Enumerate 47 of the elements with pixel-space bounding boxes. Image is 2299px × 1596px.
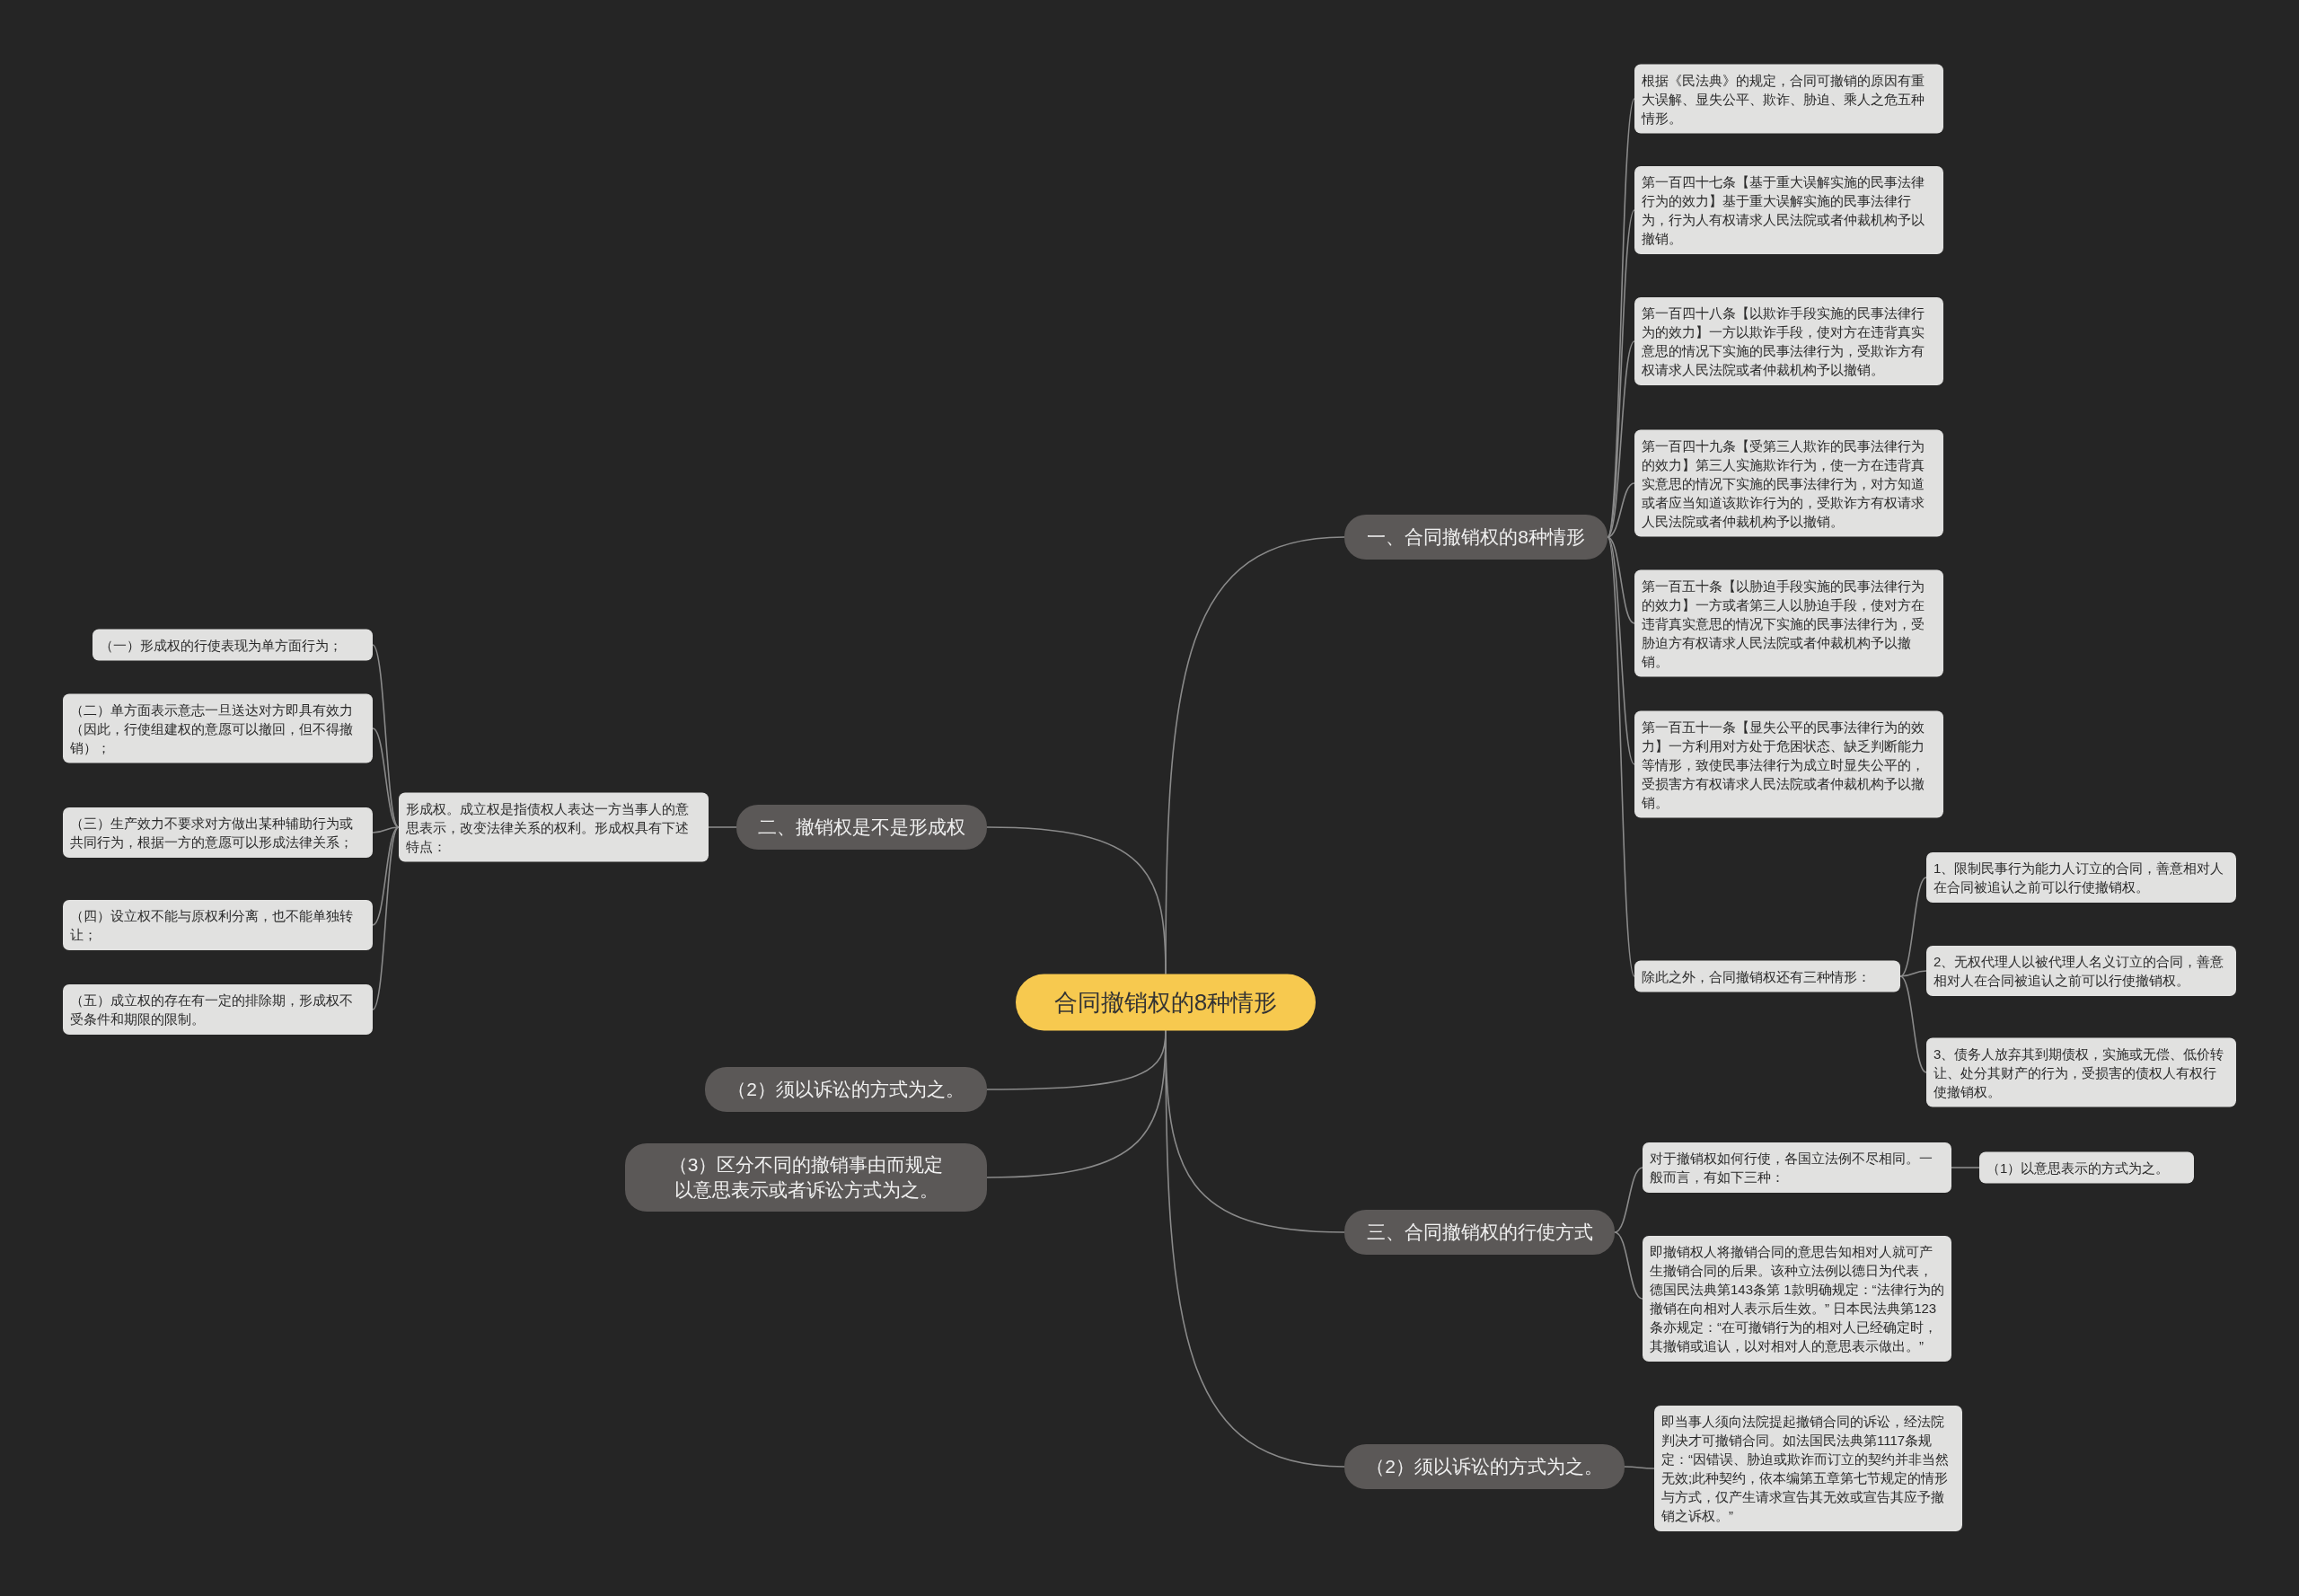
connector-line [372, 826, 400, 833]
connector-line [372, 727, 400, 828]
branch-topic: 二、撤销权是不是形成权 [736, 805, 987, 850]
note-card: （1）以意思表示的方式为之。 [1979, 1151, 2194, 1184]
note-card: 除此之外，合同撤销权还有三种情形： [1634, 960, 1900, 992]
branch-topic: 三、合同撤销权的行使方式 [1344, 1210, 1615, 1255]
branch-topic: （2）须以诉讼的方式为之。 [705, 1067, 987, 1112]
note-card: 1、限制民事行为能力人订立的合同，善意相对人在合同被追认之前可以行使撤销权。 [1926, 852, 2236, 903]
connector-line [1614, 1231, 1643, 1300]
note-card: 即撤销权人将撤销合同的意思告知相对人就可产生撤销合同的后果。该种立法例以德日为代表，德国民法典第143条第 1款明确规定：“法律行为的撤销在向相对人表示后生效。” 日本民法典第123条亦规定：“在可撤销行为的相对人已经确定时，其撤销或追认，以对相对人的意思表示做出。” [1643, 1236, 1951, 1362]
connector-line [708, 826, 737, 828]
note-card: 第一百五十条【以胁迫手段实施的民事法律行为的效力】一方或者第三人以胁迫手段，使对方在违背真实意思的情况下实施的民事法律行为，受胁迫方有权请求人民法院或者仲裁机构予以撤销。 [1634, 569, 1943, 677]
note-card: （四）设立权不能与原权利分离，也不能单独转让； [63, 900, 373, 950]
note-card: （一）形成权的行使表现为单方面行为； [92, 629, 373, 661]
connector-line [1899, 975, 1927, 1073]
note-card: （三）生产效力不要求对方做出某种辅助行为或共同行为，根据一方的意愿可以形成法律关系； [63, 807, 373, 858]
central-topic: 合同撤销权的8种情形 [1016, 974, 1316, 1031]
branch-topic: （3）区分不同的撤销事由而规定以意思表示或者诉讼方式为之。 [625, 1143, 987, 1212]
connector-line [1614, 1167, 1643, 1233]
note-card: 第一百五十一条【显失公平的民事法律行为的效力】一方利用对方处于危困状态、缺乏判断能力等情形，致使民事法律行为成立时显失公平的，受损害方有权请求人民法院或者仲裁机构予以撤销。 [1634, 710, 1943, 818]
note-card: 3、债务人放弃其到期债权，实施或无偿、低价转让、处分其财产的行为，受损害的债权人有权行使撤销权。 [1926, 1037, 2236, 1107]
connector-line [1607, 340, 1635, 538]
note-card: （二）单方面表示意志一旦送达对方即具有效力（因此，行使组建权的意愿可以撤回，但不得撤销）； [63, 693, 373, 763]
note-card: 根据《民法典》的规定，合同可撤销的原因有重大误解、显失公平、欺诈、胁迫、乘人之危五种情形。 [1634, 64, 1943, 134]
connector-line [1899, 970, 1927, 977]
connector-line [986, 826, 1167, 975]
connector-line [372, 826, 400, 926]
connector-line [1607, 536, 1635, 624]
note-card: 对于撤销权如何行使，各国立法例不尽相同。一般而言，有如下三种： [1643, 1142, 1951, 1193]
connector-line [1899, 877, 1927, 977]
connector-line [1951, 1167, 1980, 1168]
connector-line [1607, 536, 1635, 765]
note-card: 即当事人须向法院提起撤销合同的诉讼，经法院判决才可撤销合同。如法国民法典第1117条规定：“因错误、胁迫或欺诈而订立的契约并非当然无效;此种契约，依本编第五章第七节规定的情形与方式，仅产生请求宣告其无效或宣告其应予撤销之诉权。” [1654, 1406, 1962, 1531]
note-card: 第一百四十七条【基于重大误解实施的民事法律行为的效力】基于重大误解实施的民事法律行为，行为人有权请求人民法院或者仲裁机构予以撤销。 [1634, 166, 1943, 254]
note-card: 形成权。成立权是指债权人表达一方当事人的意思表示，改变法律关系的权利。形成权具有下述特点： [399, 792, 709, 862]
note-card: 2、无权代理人以被代理人名义订立的合同，善意相对人在合同被追认之前可以行使撤销权。 [1926, 946, 2236, 996]
note-card: （五）成立权的存在有一定的排除期，形成权不受条件和期限的限制。 [63, 984, 373, 1035]
connector-line [1624, 1466, 1655, 1469]
connector-line [1607, 482, 1635, 538]
note-card: 第一百四十九条【受第三人欺诈的民事法律行为的效力】第三人实施欺诈行为，使一方在违背真实意思的情况下实施的民事法律行为，对方知道或者应当知道该欺诈行为的，受欺诈方有权请求人民法院或者仲裁机构予以撤销。 [1634, 429, 1943, 537]
note-card: 第一百四十八条【以欺诈手段实施的民事法律行为的效力】一方以欺诈手段，使对方在违背真实意思的情况下实施的民事法律行为，受欺诈方有权请求人民法院或者仲裁机构予以撤销。 [1634, 297, 1943, 385]
branch-topic: （2）须以诉讼的方式为之。 [1344, 1444, 1625, 1489]
branch-topic: 一、合同撤销权的8种情形 [1344, 515, 1608, 560]
connector-line [372, 826, 400, 1010]
connector-line [1607, 536, 1635, 977]
connector-line [372, 644, 400, 828]
connector-line [1607, 209, 1635, 538]
